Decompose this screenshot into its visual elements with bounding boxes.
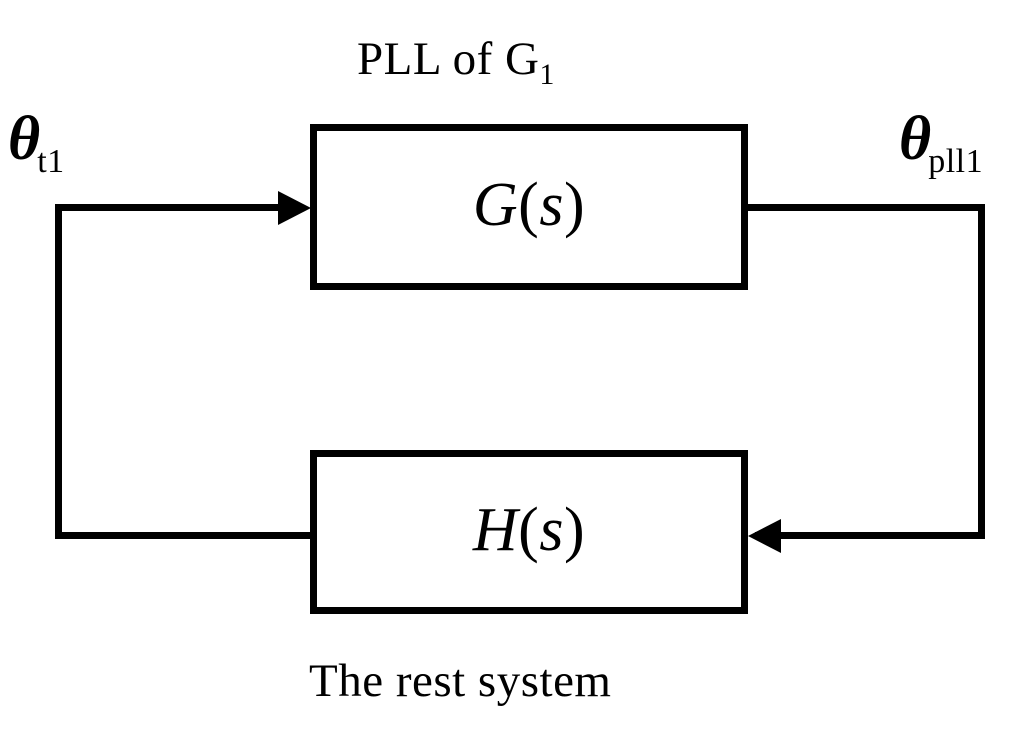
wire-left-vertical-rail [55, 204, 62, 539]
block-feedback-path-h[interactable]: H(s) [310, 450, 748, 614]
block-g-open-paren: ( [518, 171, 540, 239]
block-h-variable: s [539, 496, 564, 564]
arrowhead-right-icon [278, 190, 311, 225]
top-caption-subscript: 1 [539, 58, 555, 91]
wire-input-to-forward-block [55, 204, 293, 211]
block-g-variable: s [539, 171, 564, 239]
input-signal-label: θt1 [8, 105, 68, 179]
block-g-close-paren: ) [563, 171, 586, 239]
bottom-caption: The rest system [309, 655, 612, 707]
top-caption-text: PLL of G [357, 33, 540, 85]
wire-forward-block-to-output [745, 204, 985, 211]
block-label-h: H(s) [473, 499, 585, 561]
output-signal-label: θpll1 [899, 105, 986, 179]
wire-feedback-block-to-left-rail [55, 532, 317, 539]
wire-right-vertical-rail [978, 204, 985, 539]
block-g-symbol: G [472, 171, 519, 239]
arrowhead-left-icon [748, 518, 781, 553]
block-forward-path-g[interactable]: G(s) [310, 124, 748, 290]
theta-symbol-icon: θ [8, 105, 41, 173]
theta-symbol-icon: θ [899, 105, 932, 173]
output-signal-subscript: pll1 [928, 143, 984, 180]
block-h-symbol: H [472, 496, 519, 564]
block-h-close-paren: ) [563, 496, 586, 564]
block-label-g: G(s) [473, 174, 585, 236]
block-h-open-paren: ( [518, 496, 540, 564]
input-signal-subscript: t1 [37, 143, 65, 180]
top-caption: PLL of G1 [357, 33, 555, 90]
wire-output-to-feedback-block [755, 532, 985, 539]
